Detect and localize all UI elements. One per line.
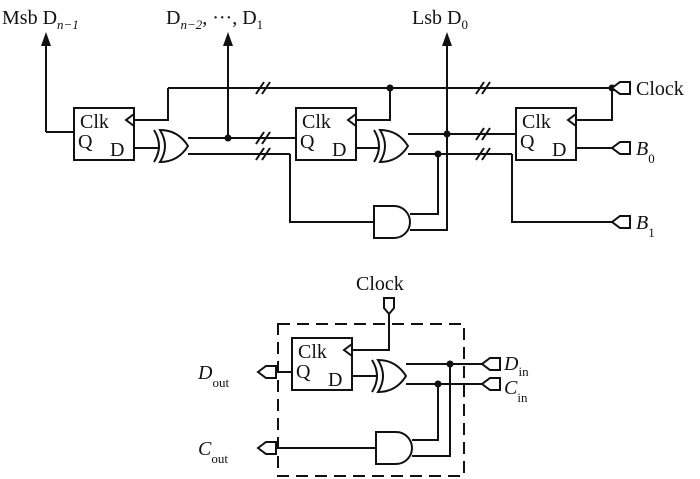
- cell-and-gate: [375, 431, 413, 465]
- cin-pin: [480, 377, 501, 391]
- cell-clock-wire: [352, 314, 390, 351]
- clock-input-pin: [610, 81, 631, 95]
- ff-q-label: Q: [300, 131, 315, 153]
- ff-clk-label: Clk: [80, 111, 109, 133]
- dout-label: Dout: [197, 362, 229, 390]
- clock-to-ff3: [576, 88, 613, 121]
- clk-triangle: [342, 343, 353, 357]
- clock-to-ff1: [134, 88, 169, 121]
- and-input-wire: [410, 154, 439, 215]
- clk-triangle: [566, 113, 577, 127]
- xor-input-curve: [153, 129, 160, 163]
- ff-clk-label: Clk: [522, 111, 551, 133]
- ff-q-label: Q: [296, 361, 311, 383]
- ff-q-label: Q: [78, 131, 93, 153]
- middle-bits-label: Dn−2, ···, D1: [166, 7, 263, 32]
- and-input-wire: [289, 154, 374, 223]
- junction-dot: [386, 84, 394, 92]
- ff-q-label: Q: [520, 131, 535, 153]
- din-label: Din: [503, 353, 529, 379]
- cell-boundary: [277, 323, 465, 477]
- dout-pin: [256, 365, 277, 379]
- top-circuit: Clk Q D Clk Q D Clk Q D: [2, 7, 684, 240]
- ff-d-label: D: [328, 369, 342, 391]
- xor-input-curve: [373, 129, 380, 163]
- clock-label: Clock: [636, 78, 684, 100]
- xor-gate: [158, 128, 190, 164]
- bottom-cell: Clock Clk Q D Dout Cout Din Cin: [197, 273, 529, 477]
- cell-clock-label: Clock: [356, 273, 404, 295]
- b0-label: B0: [636, 138, 655, 166]
- clk-triangle: [124, 113, 135, 127]
- msb-label: Msb Dn−1: [2, 7, 79, 32]
- mid-arrowhead: [223, 32, 233, 46]
- b1-label: B1: [636, 212, 655, 240]
- b1-wire: [511, 154, 612, 223]
- flipflop-middle: [295, 107, 357, 161]
- msb-arrowhead: [41, 32, 51, 46]
- cell-flipflop: [291, 337, 353, 391]
- cell-clock-pin: [383, 297, 395, 316]
- b1-input-pin: [610, 215, 631, 229]
- ff-clk-label: Clk: [302, 111, 331, 133]
- ff-clk-label: Clk: [298, 341, 327, 363]
- cout-pin: [256, 441, 277, 455]
- ff-d-label: D: [552, 139, 566, 161]
- and-gate: [373, 205, 411, 239]
- cout-label: Cout: [198, 438, 228, 466]
- ff-d-label: D: [110, 139, 124, 161]
- clk-triangle: [346, 113, 357, 127]
- cell-xor-gate: [376, 358, 408, 394]
- ff-d-label: D: [332, 139, 346, 161]
- and-input-wire: [412, 364, 451, 457]
- junction-dot: [224, 134, 232, 142]
- lsb-arrowhead: [442, 32, 452, 46]
- cin-label: Cin: [504, 377, 528, 405]
- din-pin: [480, 357, 501, 371]
- and-input-wire: [410, 134, 448, 231]
- flipflop-msb: [73, 107, 135, 161]
- and-input-wire: [412, 384, 439, 441]
- clock-to-ff2: [356, 88, 391, 121]
- b0-input-pin: [610, 141, 631, 155]
- xor-gate: [378, 128, 410, 164]
- lsb-label: Lsb D0: [412, 7, 468, 32]
